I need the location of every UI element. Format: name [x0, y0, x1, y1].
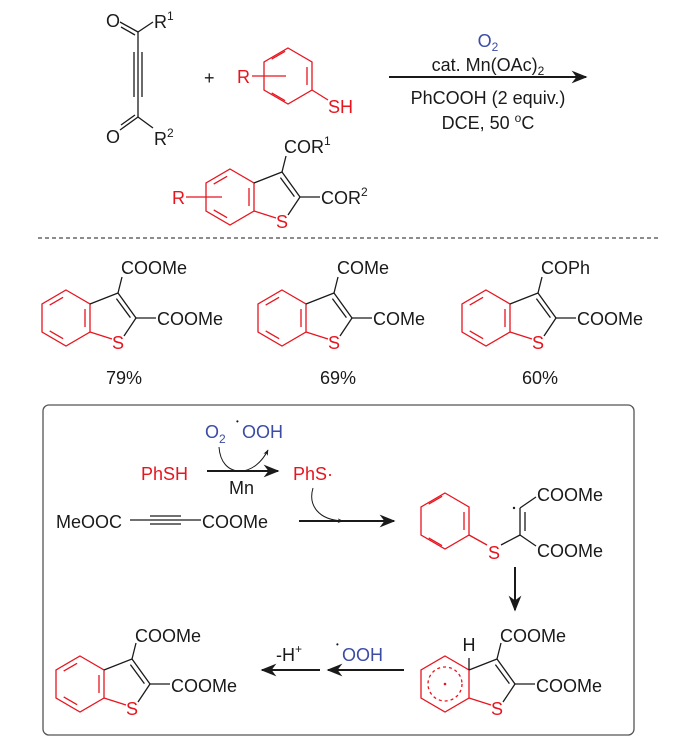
benzene-ring [420, 492, 470, 550]
substituent-right: COOMe [577, 309, 643, 329]
benzothiophene-skeleton [205, 155, 321, 226]
mechanism-box [42, 404, 635, 736]
ester-right-label: COOMe [202, 512, 268, 532]
hydroperoxyl-radical-label: OOH [242, 422, 283, 442]
example-3: S COPh COOMe 60% [461, 258, 643, 388]
cor1-label: COR1 [284, 134, 331, 157]
ester-top-label: COOMe [500, 626, 566, 646]
ester-bottom-label: COOMe [537, 541, 603, 561]
sulfur-label: S [328, 333, 340, 353]
example-1: S COOMe COOMe 79% [41, 258, 223, 388]
benzothiophene-skeleton [461, 276, 577, 347]
r2-label: R2 [154, 126, 174, 149]
benzothiophene-skeleton [41, 276, 157, 347]
dihydrobenzothiophene-skeleton [420, 642, 536, 713]
thiyl-radical-label: PhS· [293, 464, 333, 484]
sulfur-label: S [488, 543, 500, 563]
additive-label: PhCOOH (2 equiv.) [411, 88, 566, 108]
vinyl-radical-intermediate: S COOMe COOMe [420, 485, 603, 563]
r1-label: R1 [154, 9, 174, 32]
ester-right-label: COOMe [171, 676, 237, 696]
ester-left-label: MeOOC [56, 512, 122, 532]
substituent-top: COOMe [121, 258, 187, 278]
bond [119, 116, 139, 131]
radical-dot [512, 506, 516, 510]
mechanism-step-3: • OOH -H+ [260, 640, 404, 677]
example-2: S COMe COMe 69% [257, 258, 425, 388]
sulfur-label: S [126, 699, 138, 719]
solvent-temperature-label: DCE, 50 oC [442, 111, 535, 133]
oxygen-label: O [106, 11, 120, 31]
r-substituent-label: R [172, 188, 185, 208]
bond [119, 21, 139, 33]
yield-label: 79% [106, 368, 142, 388]
mechanism-step-2: MeOOC COOMe [56, 487, 396, 532]
radical-dot: • [236, 417, 239, 426]
sulfur-label: S [532, 333, 544, 353]
thiophenol: R SH [237, 47, 353, 117]
hydrogen-label: H [463, 635, 476, 655]
radical-dot: • [336, 640, 339, 649]
substituent-top: COPh [541, 258, 590, 278]
sulfur-label: S [491, 699, 503, 719]
mechanism-product: S COOMe COOMe [55, 626, 237, 719]
hydroperoxyl-radical-label: OOH [342, 645, 383, 665]
general-product: R S COR1 COR2 [172, 134, 368, 232]
sulfur-label: S [112, 333, 124, 353]
sulfur-label: S [276, 212, 288, 232]
yield-label: 69% [320, 368, 356, 388]
oxygen-label: O2 [205, 422, 226, 446]
cor2-label: COR2 [321, 185, 368, 208]
sh-label: SH [328, 97, 353, 117]
curved-arrow [218, 446, 269, 472]
diketone-alkyne: O R1 O R2 [106, 9, 174, 149]
bond [120, 26, 136, 36]
substituent-right: COOMe [157, 309, 223, 329]
thiophenol-label: PhSH [141, 464, 188, 484]
catalyst-label: cat. Mn(OAc)2 [432, 55, 545, 78]
yield-label: 60% [522, 368, 558, 388]
mechanism-step-1: O2 • OOH PhSH Mn PhS· [141, 417, 333, 498]
bond [137, 21, 154, 33]
proton-loss-label: -H+ [276, 642, 302, 665]
substituent-right: COMe [373, 309, 425, 329]
manganese-label: Mn [229, 478, 254, 498]
reaction-arrow-conditions: O2 cat. Mn(OAc)2 PhCOOH (2 equiv.) DCE, … [389, 31, 588, 133]
oxygen-reagent: O2 [478, 31, 499, 54]
bond [137, 116, 154, 129]
bond [120, 114, 136, 126]
plus-sign: + [204, 68, 215, 88]
cyclized-radical-intermediate: H S COOMe COOMe [420, 626, 602, 719]
r-substituent-label: R [237, 67, 250, 87]
oxygen-label: O [106, 127, 120, 147]
curved-arrow [311, 487, 344, 524]
substituent-top: COMe [337, 258, 389, 278]
ester-top-label: COOMe [135, 626, 201, 646]
ester-top-label: COOMe [537, 485, 603, 505]
benzene-ring [263, 47, 313, 105]
ester-right-label: COOMe [536, 676, 602, 696]
benzothiophene-skeleton [55, 642, 171, 713]
benzothiophene-skeleton [257, 276, 373, 347]
